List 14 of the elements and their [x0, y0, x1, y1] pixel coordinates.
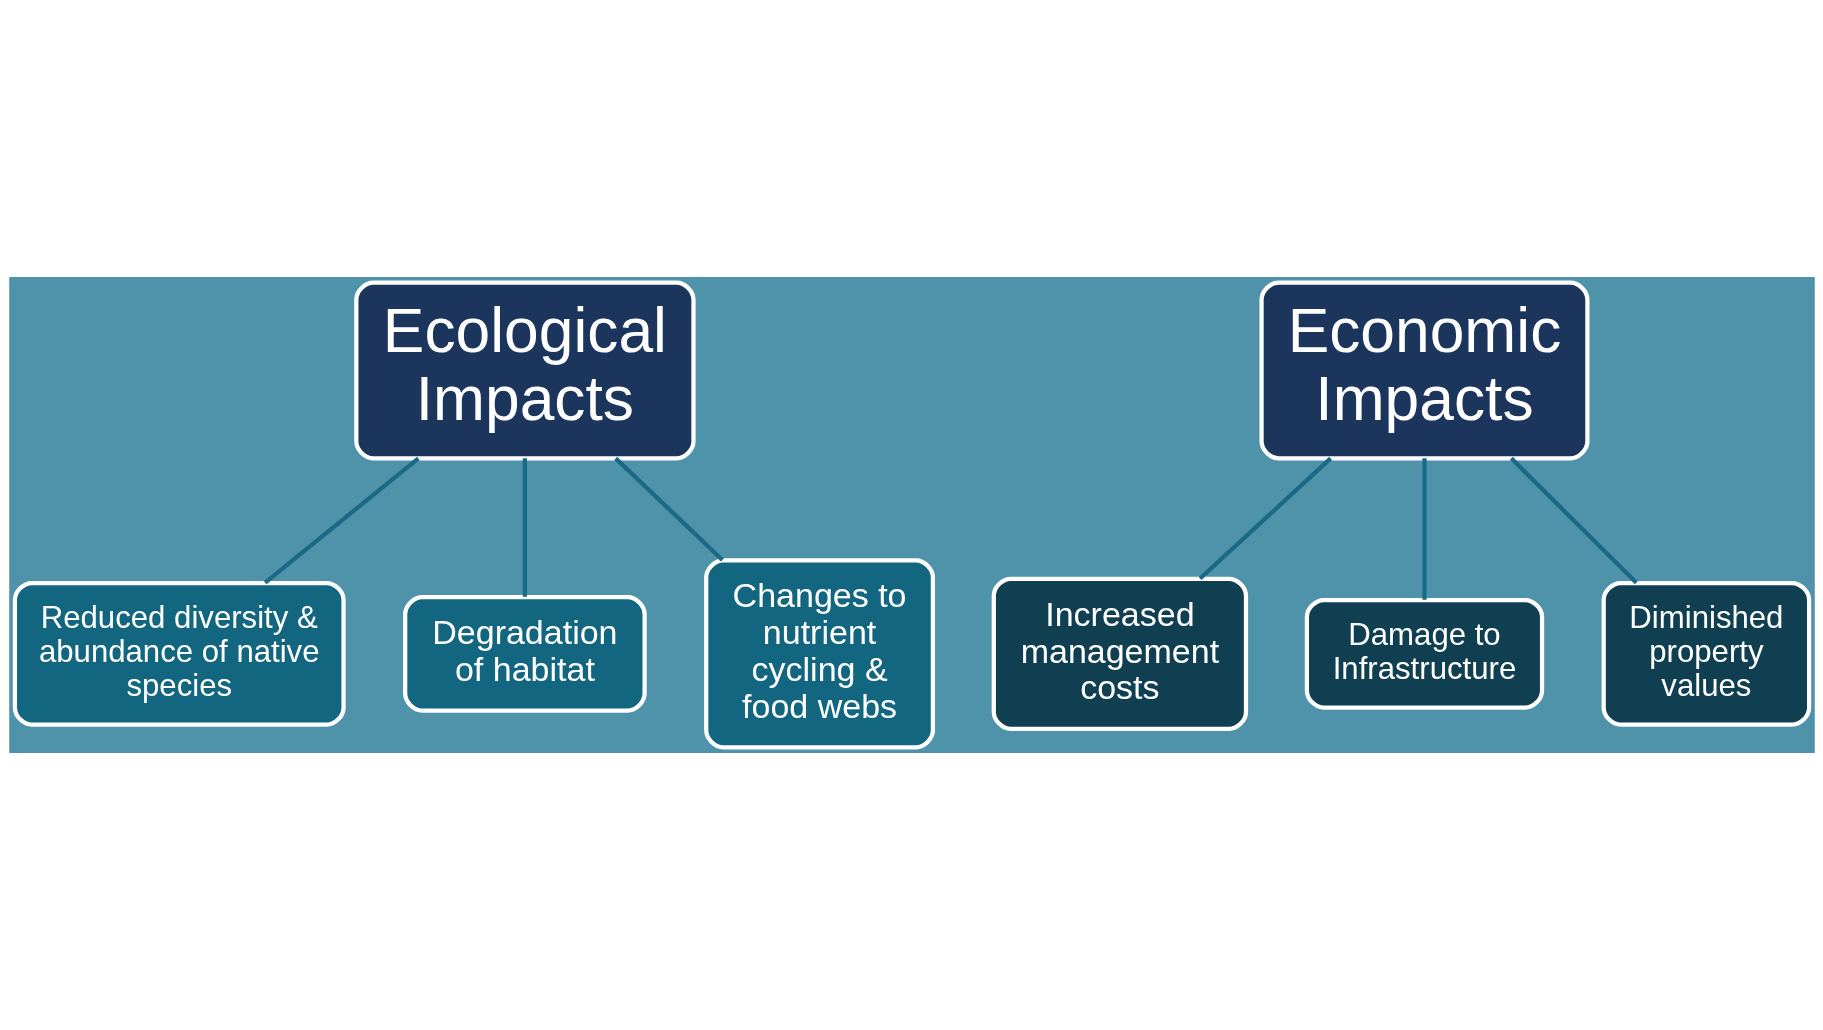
- connector: [1421, 458, 1427, 600]
- node-box: Damage to Infrastructure: [1304, 597, 1544, 710]
- node-box: Changes to nutrient cycling & food webs: [703, 558, 935, 750]
- node-box: Ecological Impacts: [353, 280, 696, 461]
- node-box: Degradation of habitat: [402, 595, 647, 713]
- connector: [263, 456, 420, 585]
- node-box: Increased management costs: [991, 576, 1248, 732]
- connector: [613, 456, 724, 562]
- node-box: Diminished property values: [1601, 580, 1811, 727]
- connector: [522, 458, 527, 597]
- connector: [1509, 456, 1638, 585]
- node-box: Reduced diversity & abundance of native species: [12, 580, 346, 727]
- connector: [1198, 456, 1332, 581]
- node-box: Economic Impacts: [1258, 280, 1590, 461]
